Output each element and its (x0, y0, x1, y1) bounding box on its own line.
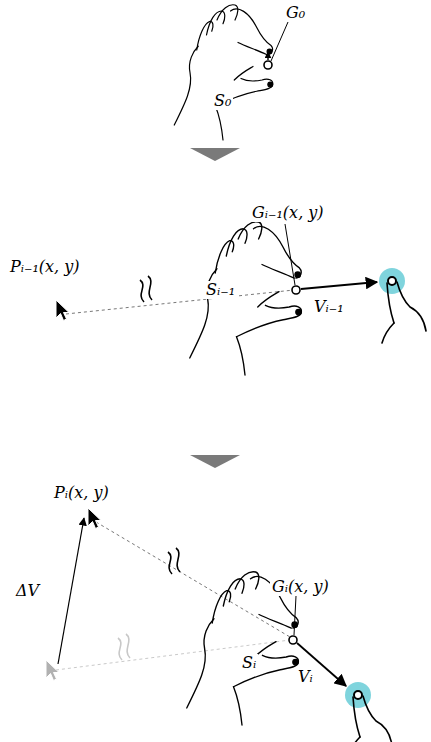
math-label: Sᵢ₋₁ (204, 281, 237, 299)
math-label: S₀ (212, 92, 233, 110)
math-label: Sᵢ (240, 654, 258, 672)
touch-finger (382, 282, 426, 343)
leader-line (271, 22, 288, 61)
step-arrow (190, 148, 240, 161)
pinch-point (264, 61, 272, 69)
old-motion-lines (118, 634, 130, 660)
touch-dot (354, 691, 362, 699)
math-label: Gᵢ₋₁(x, y) (250, 204, 326, 222)
vector-arrow (297, 643, 346, 686)
math-label: Pᵢ(x, y) (52, 484, 111, 502)
pinch-point (289, 636, 297, 644)
touch-point (345, 682, 371, 708)
delta-arrow (58, 518, 84, 664)
leader-line (294, 596, 296, 635)
math-label: ΔV (14, 582, 41, 600)
touch-point (379, 268, 405, 294)
old-cursor (46, 660, 59, 681)
math-label: Pᵢ₋₁(x, y) (8, 258, 82, 276)
cursor (88, 508, 101, 529)
dashed-line (66, 290, 294, 314)
touch-finger (348, 696, 392, 742)
motion-lines (140, 276, 152, 302)
vector-arrow (301, 282, 377, 289)
hand-1 (174, 5, 272, 140)
math-label: G₀ (284, 4, 307, 22)
touch-dot (388, 277, 396, 285)
step-arrow (190, 455, 240, 468)
cursor (56, 300, 69, 321)
hand-2 (190, 222, 302, 375)
pinch-arrow (267, 52, 268, 60)
motion-lines (168, 548, 180, 574)
pinch-point (292, 286, 300, 294)
math-label: Gᵢ(x, y) (270, 578, 331, 596)
math-label: Vᵢ (296, 668, 315, 686)
math-label: Vᵢ₋₁ (312, 298, 346, 316)
dashed-line (96, 522, 290, 637)
leader-line (285, 224, 295, 285)
